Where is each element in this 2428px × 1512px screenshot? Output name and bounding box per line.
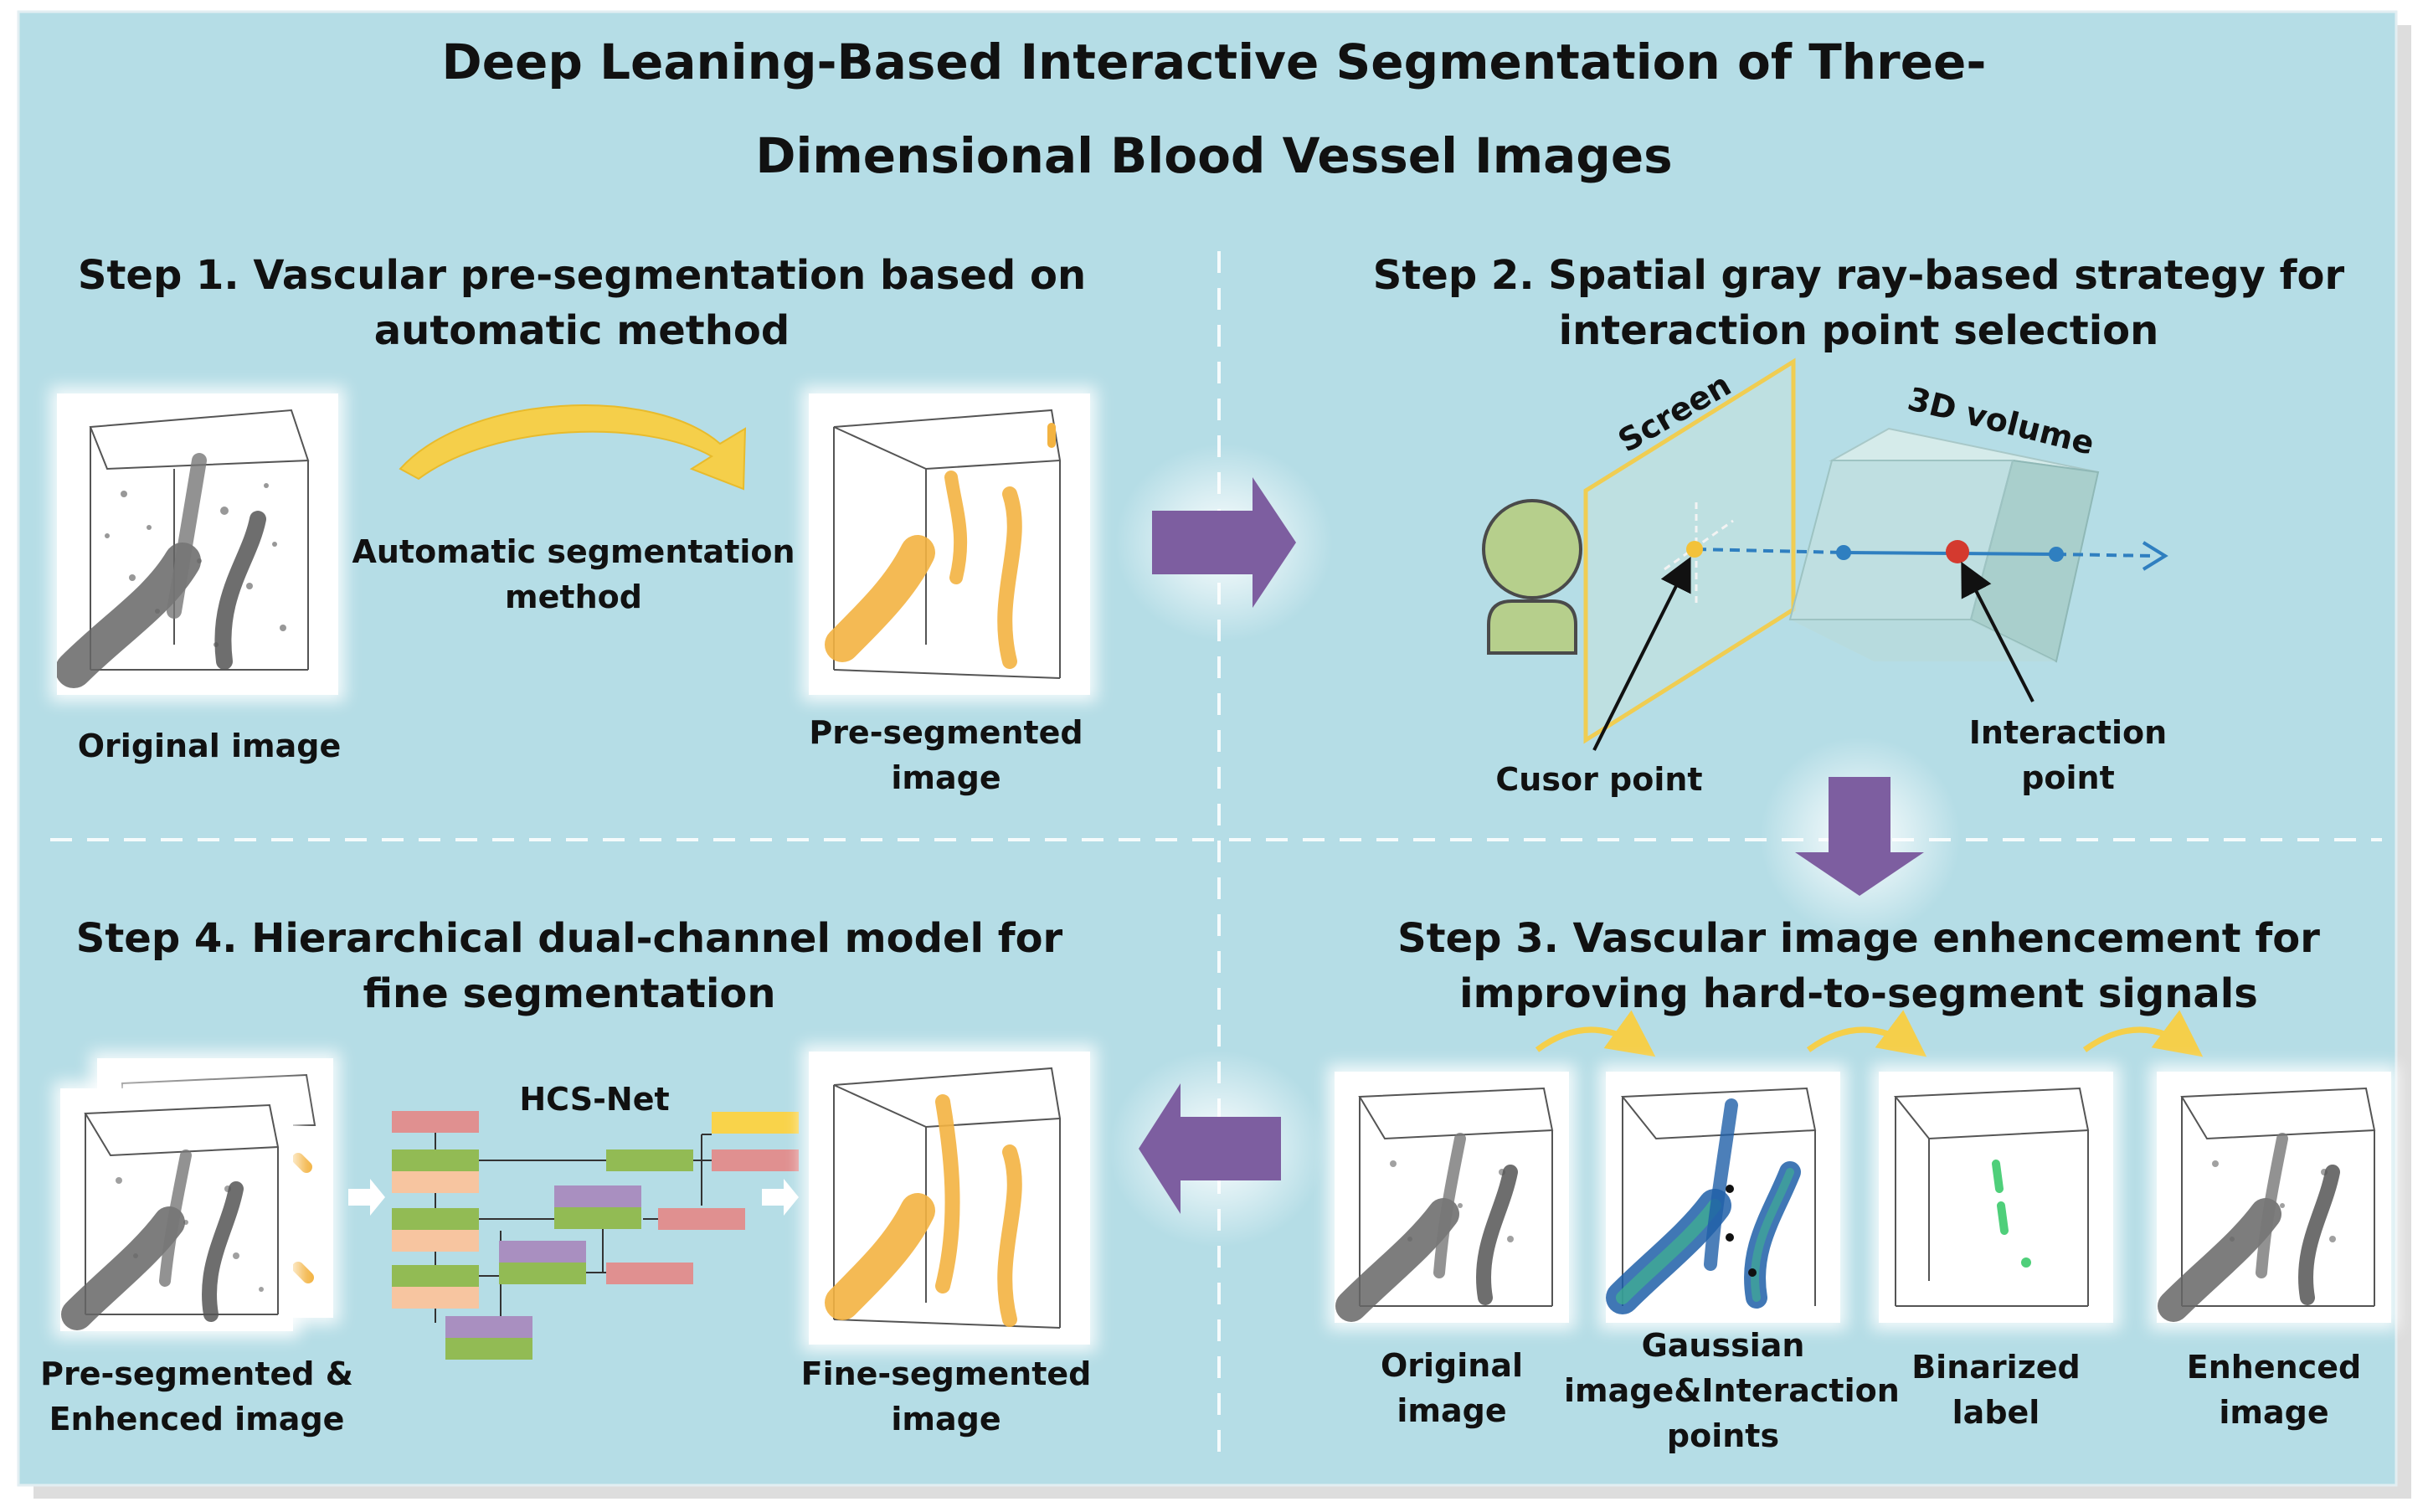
pre-segmented-label-line1: Pre-segmented [809,714,1083,751]
diagram-title-line1: Deep Leaning-Based Interactive Segmentat… [441,33,1987,90]
fine-segmented-label-line1: Fine-segmented [800,1355,1092,1392]
step3-original-image-thumbnail [1335,1072,1569,1323]
interaction-point [1946,540,1969,563]
step3-heading-line2: improving hard-to-segment signals [1459,970,2258,1017]
step3-label-2-line3: points [1666,1417,1780,1454]
interaction-pointer-line [1961,561,2034,702]
step1-heading-line2: automatic method [373,307,790,354]
step3-image-label-1: Original image [1335,1343,1569,1433]
viewer-person-icon [1482,499,1582,655]
step3-label-4-line2: image [2219,1394,2329,1431]
step2-heading-line2: interaction point selection [1558,307,2159,354]
automatic-segmentation-label-line1: Automatic segmentation [352,533,795,570]
automatic-segmentation-label: Automatic segmentation method [352,529,795,620]
step3-image-label-2: Gaussian image&Interaction points [1564,1323,1900,1458]
input-image-label: Pre-segmented & Enhenced image [33,1351,360,1442]
step3-curve-arrow-2 [1806,1010,1927,1057]
interaction-point-label: Interaction point [1968,714,2168,796]
step2-heading: Step 2. Spatial gray ray-based strategy … [1331,248,2386,358]
input-image-label-line1: Pre-segmented & [40,1355,353,1392]
pre-segmented-label-line2: image [891,759,1001,796]
original-image-thumbnail [57,393,338,695]
fine-segmented-image-label: Fine-segmented image [779,1351,1114,1442]
pre-segmented-image-label: Pre-segmented image [779,710,1114,800]
step3-label-2-line2: image&Interaction [1564,1372,1900,1409]
cursor-point-label: Cusor point [1495,761,1703,798]
hcs-net-diagram [348,1111,799,1360]
automatic-segmentation-label-line2: method [505,579,642,615]
flow-arrow-step3-to-step4 [1109,1050,1326,1247]
step3-curve-arrow-3 [2082,1010,2204,1057]
automatic-segmentation-arrow [399,404,747,491]
diagram-title-line2: Dimensional Blood Vessel Images [755,127,1673,184]
step2-heading-line1: Step 2. Spatial gray ray-based strategy … [1372,252,2345,299]
step3-label-4-line1: Enhenced [2186,1349,2362,1386]
input-image-label-line2: Enhenced image [49,1401,345,1437]
fine-segmented-label-line2: image [891,1401,1001,1437]
flow-arrow-step2-to-step3 [1760,737,1961,938]
step3-label-3-line2: label [1952,1394,2040,1431]
step3-label-1-line1: Original [1380,1347,1524,1384]
step3-heading: Step 3. Vascular image enhencement for i… [1331,911,2386,1021]
pre-segmented-image-thumbnail [809,393,1090,695]
panel [17,10,2411,1499]
step3-label-2-line1: Gaussian [1641,1327,1805,1364]
step3-image-label-4: Enhenced image [2157,1345,2391,1435]
step3-heading-line1: Step 3. Vascular image enhencement for [1397,915,2320,962]
fine-segmented-image-thumbnail [809,1052,1090,1345]
enhanced-image-thumbnail [2157,1072,2391,1323]
flow-arrow-step1-to-step2 [1115,444,1333,641]
volume-cube [1788,427,2100,663]
cursor-pointer-line [1592,556,1691,751]
step3-curve-arrow-1 [1535,1010,1656,1057]
input-stack-front [60,1088,293,1331]
step3-label-1-line2: image [1397,1392,1507,1429]
binarized-label-thumbnail [1879,1072,2113,1323]
step4-heading-line2: fine segmentation [363,970,776,1017]
step3-label-3-line1: Binarized [1911,1349,2081,1386]
step1-heading: Step 1. Vascular pre-segmentation based … [67,248,1097,358]
step1-heading-line1: Step 1. Vascular pre-segmentation based … [77,252,1087,299]
step4-heading: Step 4. Hierarchical dual-channel model … [50,911,1088,1021]
hcs-net-label: HCS-Net [519,1081,670,1118]
original-image-label: Original image [77,728,342,764]
gaussian-image-thumbnail [1606,1072,1840,1323]
step4-heading-line1: Step 4. Hierarchical dual-channel model … [75,915,1063,962]
step3-image-label-3: Binarized label [1879,1345,2113,1435]
